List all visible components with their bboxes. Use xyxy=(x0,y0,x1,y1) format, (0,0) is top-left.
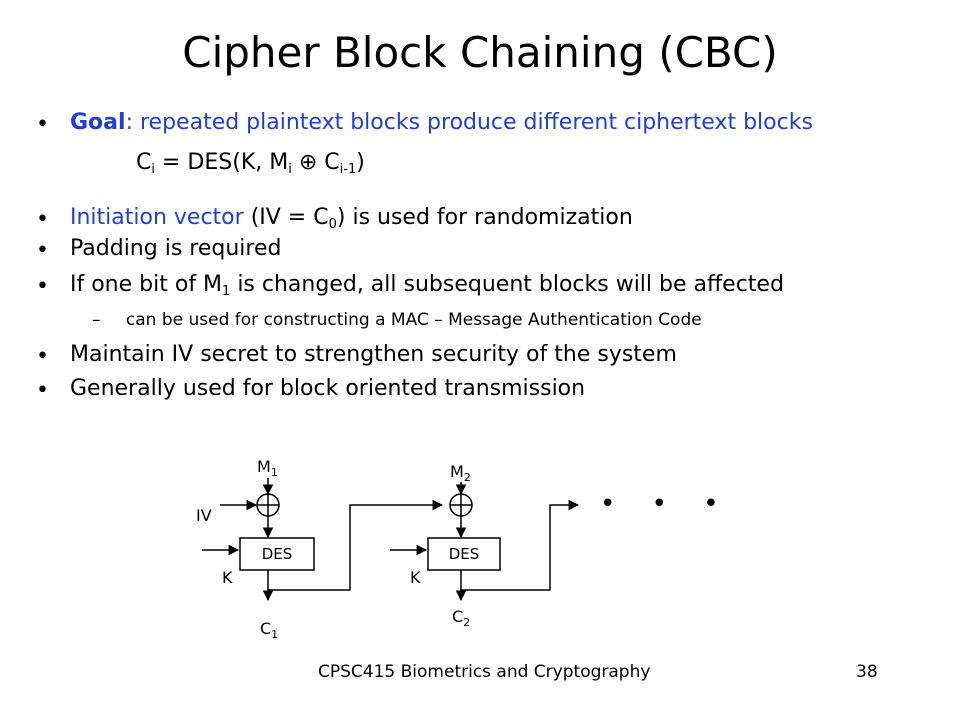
des-box-2 xyxy=(427,537,501,571)
bullet-dot: • xyxy=(36,274,49,299)
cbc-formula: Ci = DES(K, Mi ⊕ Ci-1) xyxy=(136,150,365,177)
m1-label: M xyxy=(257,457,271,476)
onebit-line: If one bit of M1 is changed, all subsequ… xyxy=(70,272,784,299)
goal-line: Goal: repeated plaintext blocks produce … xyxy=(70,110,813,135)
goal-sep: : xyxy=(125,110,133,135)
goal-text: repeated plaintext blocks produce differ… xyxy=(139,110,813,135)
xor-symbol: ⊕ xyxy=(298,150,318,175)
k-label-2: K xyxy=(410,568,421,587)
c2-label: C xyxy=(452,607,463,626)
bullet-dot: • xyxy=(36,344,49,369)
mac-subitem: – can be used for constructing a MAC – M… xyxy=(92,310,702,330)
des-label-1: DES xyxy=(262,545,293,563)
xor-icon-2 xyxy=(449,493,473,517)
c1-label: C xyxy=(260,619,271,638)
svg-text:C1: C1 xyxy=(260,619,278,641)
usage-line: Generally used for block oriented transm… xyxy=(70,376,586,401)
continuation-dots: • • • xyxy=(600,489,733,519)
k-label-1: K xyxy=(222,568,233,587)
iv-term: Initiation vector xyxy=(70,205,244,230)
iv-line: Initiation vector (IV = C0) is used for … xyxy=(70,205,633,232)
svg-text:M2: M2 xyxy=(450,462,471,484)
chain-line-2 xyxy=(461,499,580,591)
iv-label: IV xyxy=(196,506,212,525)
svg-text:M1: M1 xyxy=(257,457,278,479)
goal-label: Goal xyxy=(70,110,126,135)
m2-label: M xyxy=(450,462,464,481)
secret-line: Maintain IV secret to strengthen securit… xyxy=(70,342,677,367)
xor-icon-1 xyxy=(256,493,280,517)
des-label-2: DES xyxy=(449,545,480,563)
bullet-dot: • xyxy=(36,207,49,232)
bullet-dot: • xyxy=(36,112,49,137)
slide-title: Cipher Block Chaining (CBC) xyxy=(182,28,778,77)
chain-line-1 xyxy=(268,499,444,591)
svg-text:C2: C2 xyxy=(452,607,470,629)
footer-course: CPSC415 Biometrics and Cryptography xyxy=(318,662,651,682)
padding-line: Padding is required xyxy=(70,236,282,261)
bullet-dot: • xyxy=(36,238,49,263)
footer-page-number: 38 xyxy=(856,662,878,682)
des-box-1 xyxy=(239,537,315,571)
bullet-dot: • xyxy=(36,378,49,403)
